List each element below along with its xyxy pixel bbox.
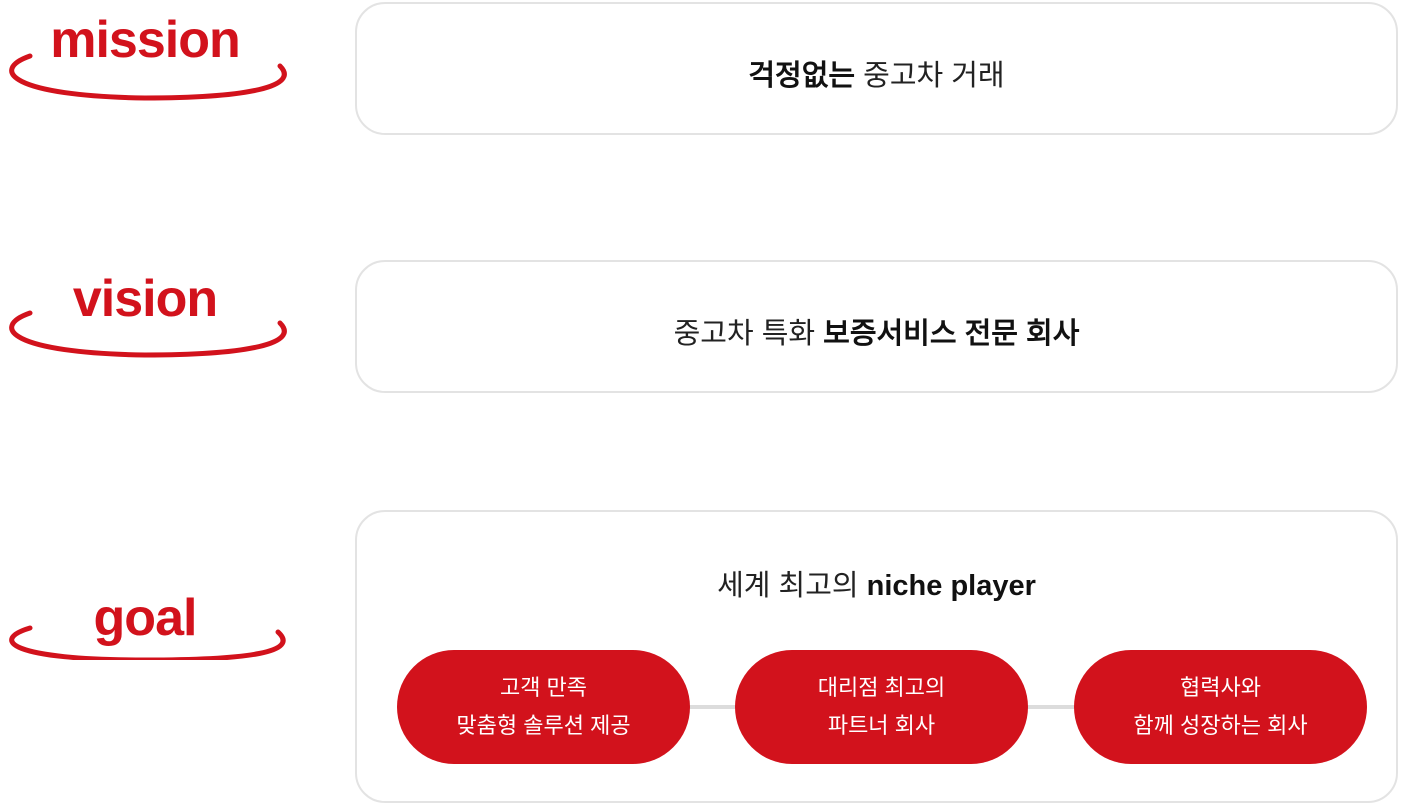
pill-line: 맞춤형 솔루션 제공 xyxy=(456,713,631,738)
pill-line: 대리점 최고의 xyxy=(817,675,946,700)
vision-label: vision xyxy=(0,265,295,365)
goal-pill-partner: 협력사와 함께 성장하는 회사 xyxy=(1074,650,1367,764)
vision-statement: 중고차 특화 보증서비스 전문 회사 xyxy=(357,310,1396,352)
goal-label-text: goal xyxy=(93,589,198,647)
mission-card: 걱정없는 중고차 거래 xyxy=(355,2,1398,135)
goal-pill-customer: 고객 만족 맞춤형 솔루션 제공 xyxy=(397,650,690,764)
goal-bold-text: niche player xyxy=(866,570,1036,602)
goal-statement: 세계 최고의 niche player xyxy=(357,562,1396,604)
mission-label: mission xyxy=(0,8,295,108)
goal-pill-dealer: 대리점 최고의 파트너 회사 xyxy=(735,650,1028,764)
mission-ellipse-swoosh xyxy=(9,53,287,101)
pill-line: 협력사와 xyxy=(1180,675,1261,700)
mission-bold-text: 걱정없는 xyxy=(748,60,856,92)
vision-label-text: vision xyxy=(72,270,218,328)
pill-connector-1 xyxy=(687,705,739,709)
goal-regular-text: 세계 최고의 xyxy=(717,570,859,602)
goal-label: goal xyxy=(0,560,295,660)
pill-line: 고객 만족 xyxy=(499,675,588,700)
vision-regular-text: 중고차 특화 xyxy=(673,318,816,350)
vision-ellipse-swoosh xyxy=(9,310,287,358)
pill-connector-2 xyxy=(1025,705,1077,709)
pill-line: 함께 성장하는 회사 xyxy=(1133,713,1308,738)
mission-label-text: mission xyxy=(50,11,241,69)
mission-statement: 걱정없는 중고차 거래 xyxy=(357,52,1396,94)
vision-bold-text: 보증서비스 전문 회사 xyxy=(823,318,1080,350)
goal-card: 세계 최고의 niche player 고객 만족 맞춤형 솔루션 제공 대리점… xyxy=(355,510,1398,803)
pill-line: 파트너 회사 xyxy=(827,713,936,738)
mission-regular-text: 중고차 거래 xyxy=(863,60,1005,92)
vision-card: 중고차 특화 보증서비스 전문 회사 xyxy=(355,260,1398,393)
